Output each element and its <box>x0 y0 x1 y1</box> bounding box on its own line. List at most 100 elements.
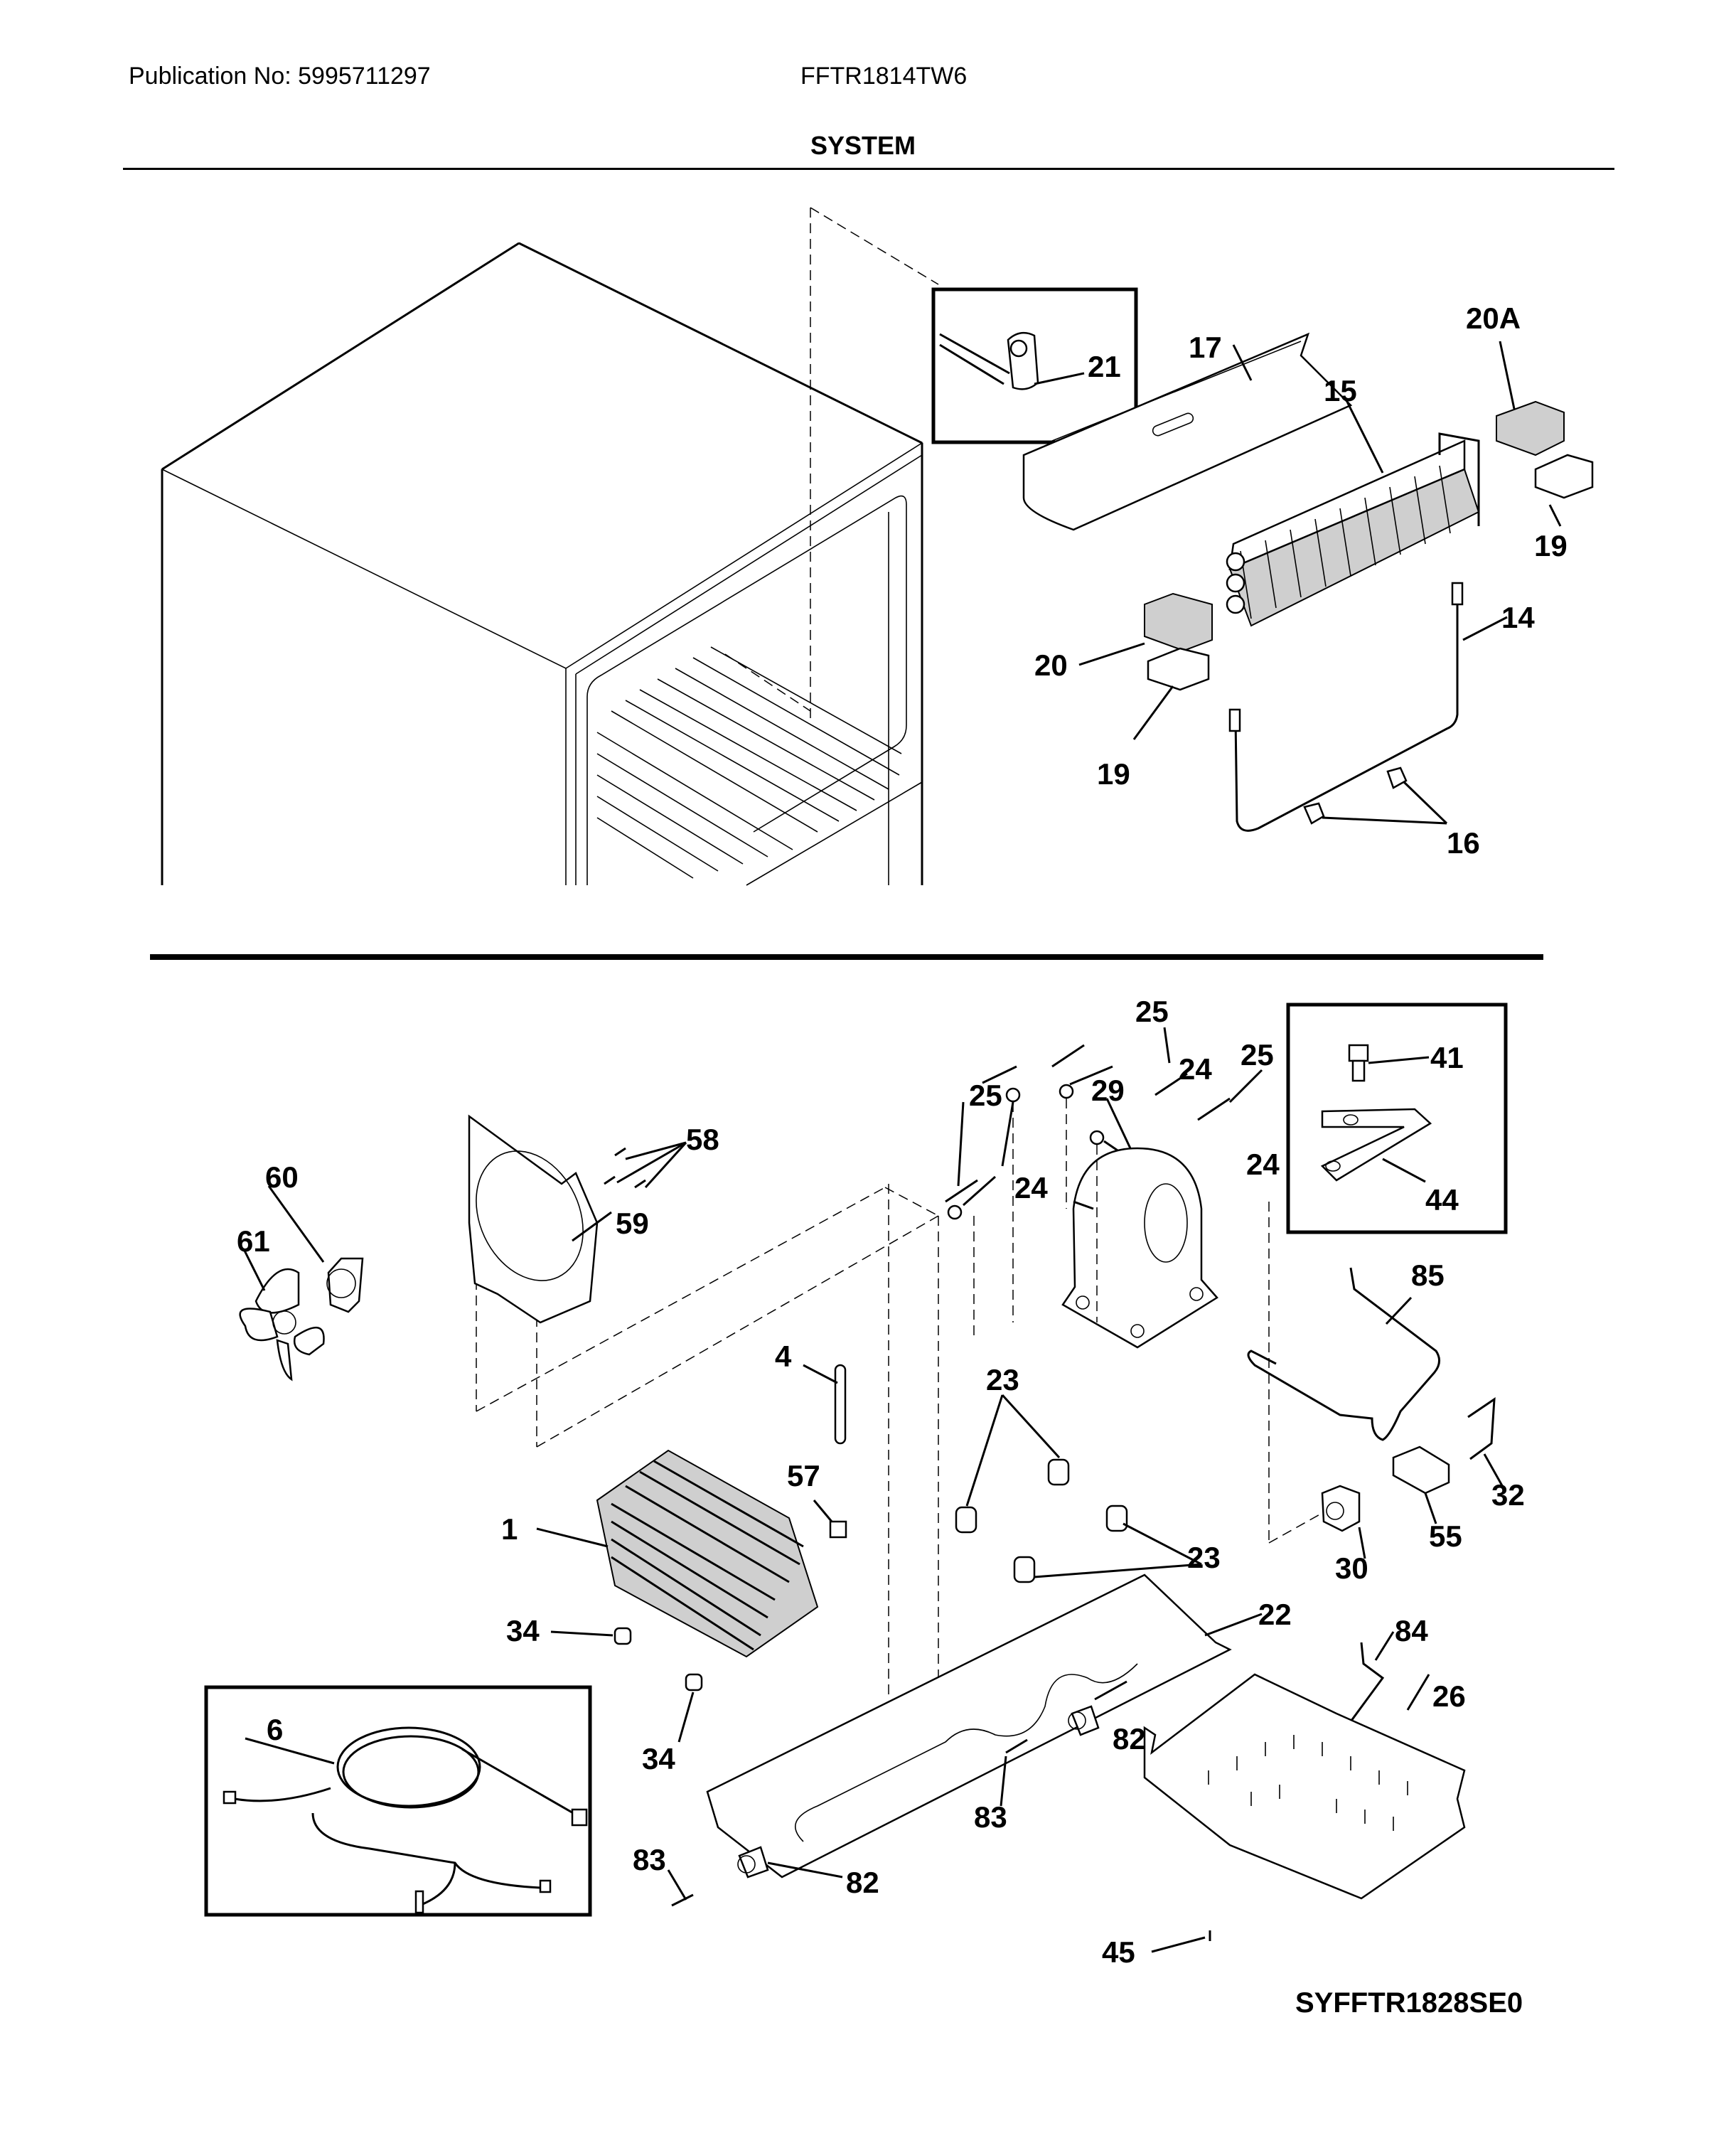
screw-83-right <box>1005 1738 1028 1754</box>
leader-83-left <box>667 1869 687 1901</box>
section-title: SYSTEM <box>810 131 916 160</box>
relay-55 <box>1392 1445 1450 1495</box>
evaporator-insulator-20 <box>1144 592 1213 652</box>
clip-25-a <box>945 1179 978 1203</box>
label-1: 1 <box>501 1512 518 1546</box>
leader-45 <box>1151 1936 1206 1953</box>
screw-83-left <box>671 1893 694 1907</box>
leader-32 <box>1483 1453 1505 1489</box>
leader-58-b <box>616 1141 687 1184</box>
spacer-82-right <box>1068 1705 1100 1736</box>
leader-24-c <box>1069 1065 1113 1086</box>
tube-85 <box>1247 1267 1440 1441</box>
evaporator-insulator-20A <box>1496 400 1565 456</box>
leader-4 <box>803 1364 838 1384</box>
leader-58-a <box>625 1141 687 1160</box>
leader-23-c <box>1034 1563 1202 1578</box>
drain-pan-slots <box>1208 1735 1408 1831</box>
cabinet-ribs <box>596 646 902 879</box>
label-4: 4 <box>775 1340 792 1373</box>
label-6: 6 <box>267 1713 283 1746</box>
leader-16a <box>1322 816 1447 825</box>
label-34-left: 34 <box>506 1614 540 1647</box>
label-14: 14 <box>1501 601 1535 634</box>
leader-23-b <box>1001 1394 1061 1459</box>
label-25-top: 25 <box>1135 995 1169 1028</box>
leader-21 <box>1034 372 1085 385</box>
grommet-23-a <box>955 1506 977 1534</box>
label-59: 59 <box>616 1207 649 1240</box>
fan-shroud-59 <box>468 1114 599 1324</box>
leader-30 <box>1358 1527 1366 1559</box>
label-19-right: 19 <box>1534 529 1568 562</box>
condenser-1 <box>596 1449 819 1658</box>
section-divider <box>150 954 1543 960</box>
screws-58 <box>604 1147 646 1189</box>
leader-25-c <box>1163 1027 1171 1064</box>
label-24-left: 24 <box>1014 1171 1048 1204</box>
leader-19-left <box>1132 685 1174 740</box>
leader-20A <box>1499 341 1516 410</box>
clip-25-d <box>1197 1097 1231 1121</box>
clip-25-c <box>1154 1072 1188 1096</box>
clip-57 <box>829 1520 847 1539</box>
leader-34-b <box>677 1692 695 1743</box>
washer-24-b <box>1005 1087 1021 1103</box>
inset-box-6 <box>204 1685 592 1917</box>
label-26: 26 <box>1432 1679 1466 1713</box>
fan-blade-61 <box>239 1268 325 1382</box>
leader-6 <box>245 1737 335 1765</box>
label-20: 20 <box>1034 648 1068 682</box>
leader-23-d <box>1122 1522 1202 1566</box>
leader-41 <box>1368 1056 1430 1064</box>
leader-15 <box>1346 401 1384 474</box>
leader-16b <box>1403 781 1448 825</box>
label-58: 58 <box>686 1123 719 1156</box>
leader-25-a <box>957 1101 965 1187</box>
inset-box-21 <box>931 287 1138 444</box>
leader-82-right <box>1094 1680 1127 1701</box>
drain-heater-clip <box>939 331 1039 390</box>
bolt-41 <box>1348 1044 1369 1082</box>
label-61: 61 <box>237 1224 270 1258</box>
leader-82-left <box>767 1861 843 1879</box>
leader-85 <box>1385 1296 1413 1325</box>
label-23-bottom: 23 <box>1187 1541 1221 1574</box>
leader-26 <box>1406 1674 1430 1711</box>
leader-23-a <box>965 1394 1004 1507</box>
grommet-23-c <box>1013 1556 1036 1583</box>
refrigerator-cabinet <box>161 207 939 886</box>
label-84: 84 <box>1395 1614 1428 1647</box>
leader-17 <box>1232 344 1253 381</box>
label-83-right: 83 <box>974 1800 1007 1834</box>
evaporator <box>1226 432 1480 627</box>
label-34-bottom: 34 <box>642 1742 675 1775</box>
bracket-44 <box>1320 1108 1432 1182</box>
spacer-82-left <box>737 1846 769 1879</box>
leader-14 <box>1462 616 1508 641</box>
leader-22 <box>1204 1613 1263 1637</box>
leader-25-d <box>1228 1069 1263 1103</box>
drier-4 <box>834 1364 847 1445</box>
bracket-19-right <box>1534 454 1594 499</box>
label-60: 60 <box>265 1160 299 1194</box>
header-rule <box>123 168 1614 170</box>
model-number: FFTR1814TW6 <box>800 63 968 90</box>
leader-24-a <box>963 1175 996 1207</box>
overload-30 <box>1321 1485 1361 1532</box>
label-19-left: 19 <box>1097 757 1130 791</box>
leader-25-b <box>982 1065 1017 1084</box>
grommet-23-b <box>1047 1458 1070 1486</box>
diagram-code: SYFFTR1828SE0 <box>1295 1987 1523 2019</box>
label-25-left: 25 <box>969 1079 1002 1112</box>
washer-24-d <box>1089 1130 1105 1145</box>
leader-58-c <box>644 1141 687 1189</box>
label-32: 32 <box>1491 1478 1525 1512</box>
base-pan-22 <box>706 1573 1232 1879</box>
leader-1 <box>536 1527 609 1548</box>
bracket-19-left <box>1147 647 1210 691</box>
drain-trough <box>1022 332 1353 531</box>
label-21: 21 <box>1088 350 1121 383</box>
spacer-34-a <box>614 1627 632 1645</box>
